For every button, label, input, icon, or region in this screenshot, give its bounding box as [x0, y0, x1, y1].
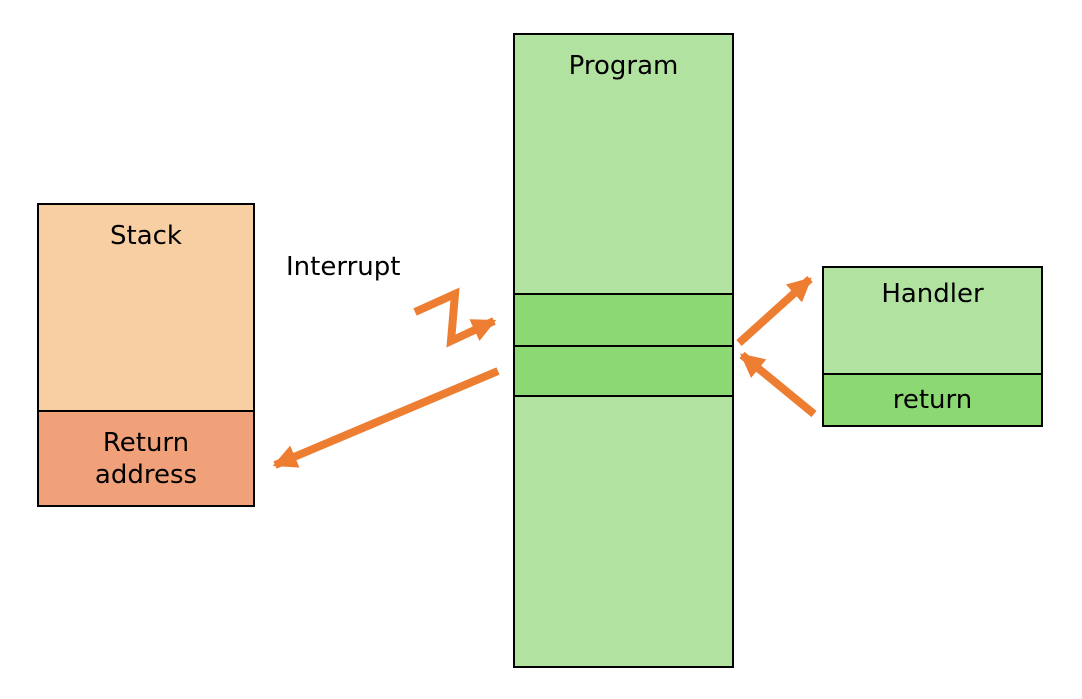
stack-title: Stack: [110, 221, 182, 251]
return-address-label: Return address: [94, 427, 198, 490]
handler-return-arrow: [739, 351, 817, 418]
program-title: Program: [568, 51, 679, 81]
handler-title: Handler: [881, 279, 984, 309]
return-address-box: Return address: [37, 410, 255, 507]
handler-return-label: return: [892, 385, 973, 415]
jump-to-handler-arrow: [736, 276, 813, 346]
interrupt-zigzag-arrow: [413, 287, 497, 348]
program-next-instruction-band: [513, 344, 734, 397]
save-return-address-arrow: [272, 367, 500, 469]
handler-return-box: return: [822, 373, 1043, 427]
interrupt-label: Interrupt: [286, 252, 401, 282]
program-interrupted-instruction-band: [513, 293, 734, 347]
